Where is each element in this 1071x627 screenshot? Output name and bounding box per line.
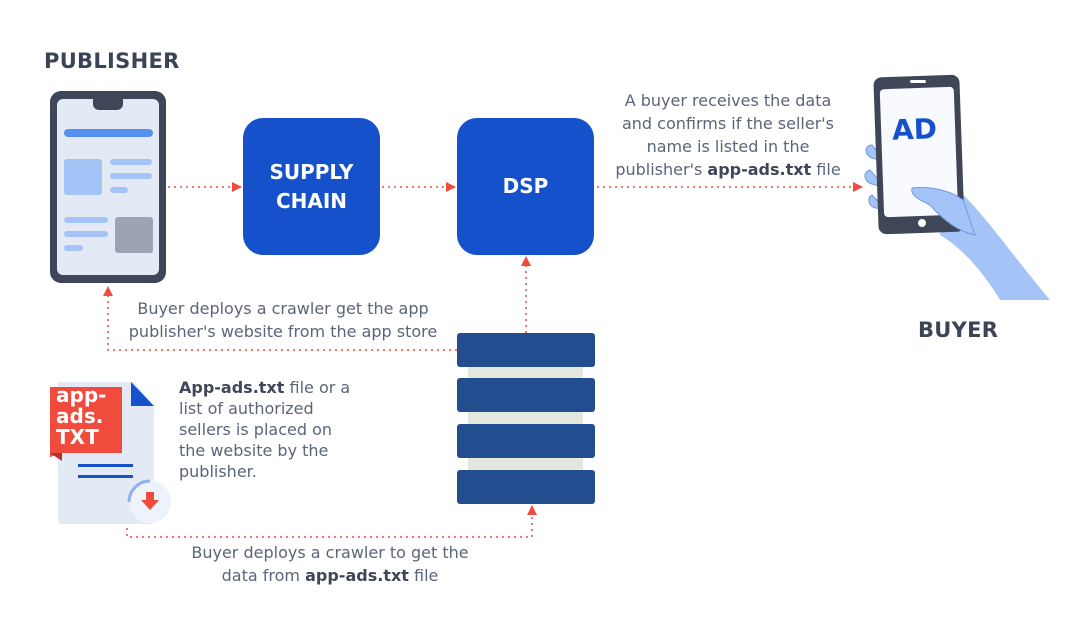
note-line: publisher's app-ads.txt file: [600, 158, 856, 181]
ad-screen-text: AD: [891, 112, 938, 147]
note-buyer-receives: A buyer receives the data and confirms i…: [600, 89, 856, 181]
note-crawler-data: Buyer deploys a crawler to get the data …: [160, 541, 500, 587]
supply-chain-label: SUPPLY CHAIN: [269, 159, 354, 213]
arrow-server-to-publisher: [103, 286, 457, 351]
note-line: the website by the: [179, 441, 329, 460]
note-text: publisher's: [615, 160, 708, 179]
note-text: file: [811, 160, 841, 179]
app-ads-file-icon: [50, 382, 171, 524]
badge-line: ads.: [56, 404, 104, 428]
publisher-phone-icon: [50, 91, 166, 283]
note-text: file: [408, 566, 439, 585]
note-line: sellers is placed on: [179, 420, 332, 439]
note-line: publisher.: [179, 462, 257, 481]
note-line: list of authorized: [179, 399, 314, 418]
note-text: data from: [221, 566, 306, 585]
server-icon: [457, 333, 595, 504]
note-crawler-app-store: Buyer deploys a crawler get the app publ…: [100, 297, 466, 343]
note-line: App-ads.txt file or a: [179, 377, 379, 398]
badge-line: TXT: [56, 425, 99, 449]
note-text: file or a: [284, 378, 351, 397]
publisher-label: PUBLISHER: [44, 49, 180, 73]
note-line: data from app-ads.txt file: [160, 564, 500, 587]
dsp-node: DSP: [457, 118, 594, 255]
buyer-label: BUYER: [918, 318, 999, 342]
buyer-hand-phone-icon: [864, 74, 1050, 300]
note-line: Buyer deploys a crawler get the app: [137, 299, 429, 318]
note-bold: app-ads.txt: [707, 160, 812, 179]
note-bold: App-ads.txt: [179, 378, 285, 397]
note-line: Buyer deploys a crawler to get the: [191, 543, 469, 562]
arrow-doc-to-server: [126, 505, 537, 538]
note-line: A buyer receives the data: [624, 91, 832, 110]
note-line: name is listed in the: [646, 137, 810, 156]
note-bold: app-ads.txt: [305, 566, 409, 585]
app-ads-badge: app- ads. TXT: [56, 385, 106, 448]
note-line: publisher's website from the app store: [128, 322, 438, 341]
note-file-placed: App-ads.txt file or a list of authorized…: [179, 377, 379, 482]
note-line: and confirms if the seller's: [621, 114, 835, 133]
supply-chain-node: SUPPLY CHAIN: [243, 118, 380, 255]
badge-line: app-: [56, 383, 107, 407]
dsp-label: DSP: [502, 174, 549, 198]
